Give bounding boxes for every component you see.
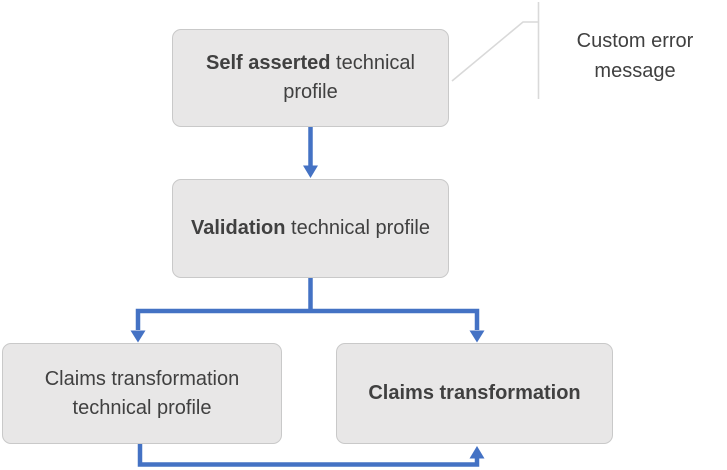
arrowhead-to-claims-transformation bbox=[469, 330, 485, 343]
arrowhead-to-validation bbox=[303, 165, 318, 178]
callout-custom-error-message: Custom error message bbox=[576, 30, 694, 82]
node-self-asserted-technical-profile: Self asserted technical profile bbox=[172, 29, 449, 127]
node-label: Self asserted technical profile bbox=[205, 52, 415, 103]
arrowhead-loop-up bbox=[469, 446, 485, 459]
node-claims-transformation-technical-profile: Claims transformation technical profile bbox=[2, 343, 282, 444]
arrowhead-to-claims-tp bbox=[130, 330, 146, 343]
node-label: Claims transformation bbox=[368, 382, 581, 404]
node-claims-transformation: Claims transformation bbox=[336, 343, 613, 444]
node-label: Claims transformation technical profile bbox=[44, 367, 240, 419]
node-validation-technical-profile: Validation technical profile bbox=[172, 179, 449, 278]
callout-leader-line bbox=[451, 21, 538, 82]
connector-claims-tp-loop bbox=[137, 444, 480, 467]
connector-validation-split bbox=[135, 308, 480, 330]
node-label: Validation technical profile bbox=[191, 217, 430, 239]
